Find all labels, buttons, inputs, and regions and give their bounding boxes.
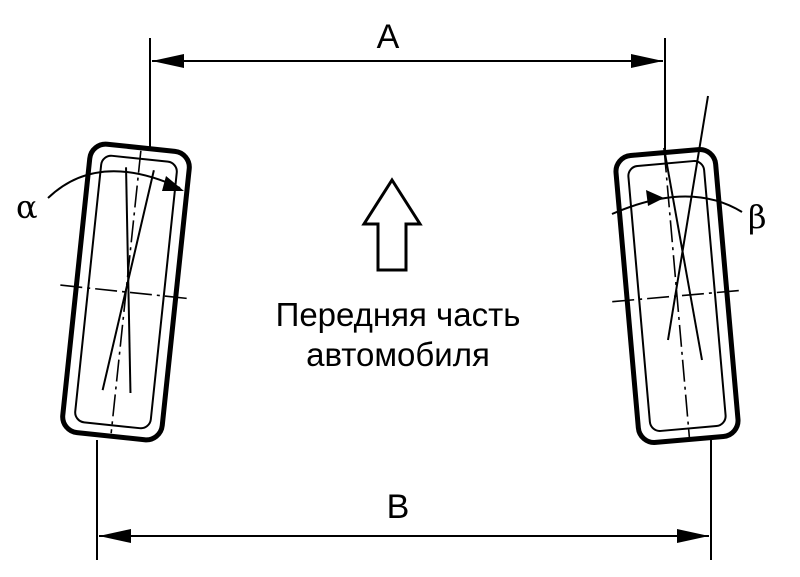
- dimension-b-label: B: [387, 488, 410, 526]
- dimension-a-arrow-left: [152, 54, 184, 68]
- right-angle-arc: [611, 195, 743, 215]
- right-angle-arrowhead: [646, 190, 664, 206]
- left-wheel: [60, 141, 192, 443]
- dimension-a: A: [149, 18, 666, 160]
- left-wheel-axle-line: [60, 284, 192, 300]
- left-angle-label: α: [16, 188, 38, 226]
- caption-line-1: Передняя часть: [276, 296, 521, 333]
- right-wheel-centerline: [663, 150, 691, 440]
- dimension-a-label: A: [377, 18, 400, 56]
- left-wheel-camber-line-2: [101, 170, 155, 391]
- dimension-a-arrow-right: [631, 54, 663, 68]
- left-angle-arc: [47, 170, 181, 199]
- left-angle-arrowhead: [162, 176, 184, 191]
- right-wheel-camber-line-2: [663, 147, 703, 361]
- right-wheel-axle-line: [612, 289, 744, 303]
- dimension-b-arrow-right: [677, 529, 709, 543]
- forward-direction-arrow: [361, 177, 423, 272]
- right-angle-label: β: [748, 198, 767, 236]
- caption-line-2: автомобиля: [306, 336, 490, 373]
- dimension-b-arrow-left: [99, 529, 131, 543]
- right-wheel: [612, 147, 744, 445]
- right-wheel-camber-line-1: [667, 95, 709, 341]
- dimension-b: B: [96, 440, 712, 560]
